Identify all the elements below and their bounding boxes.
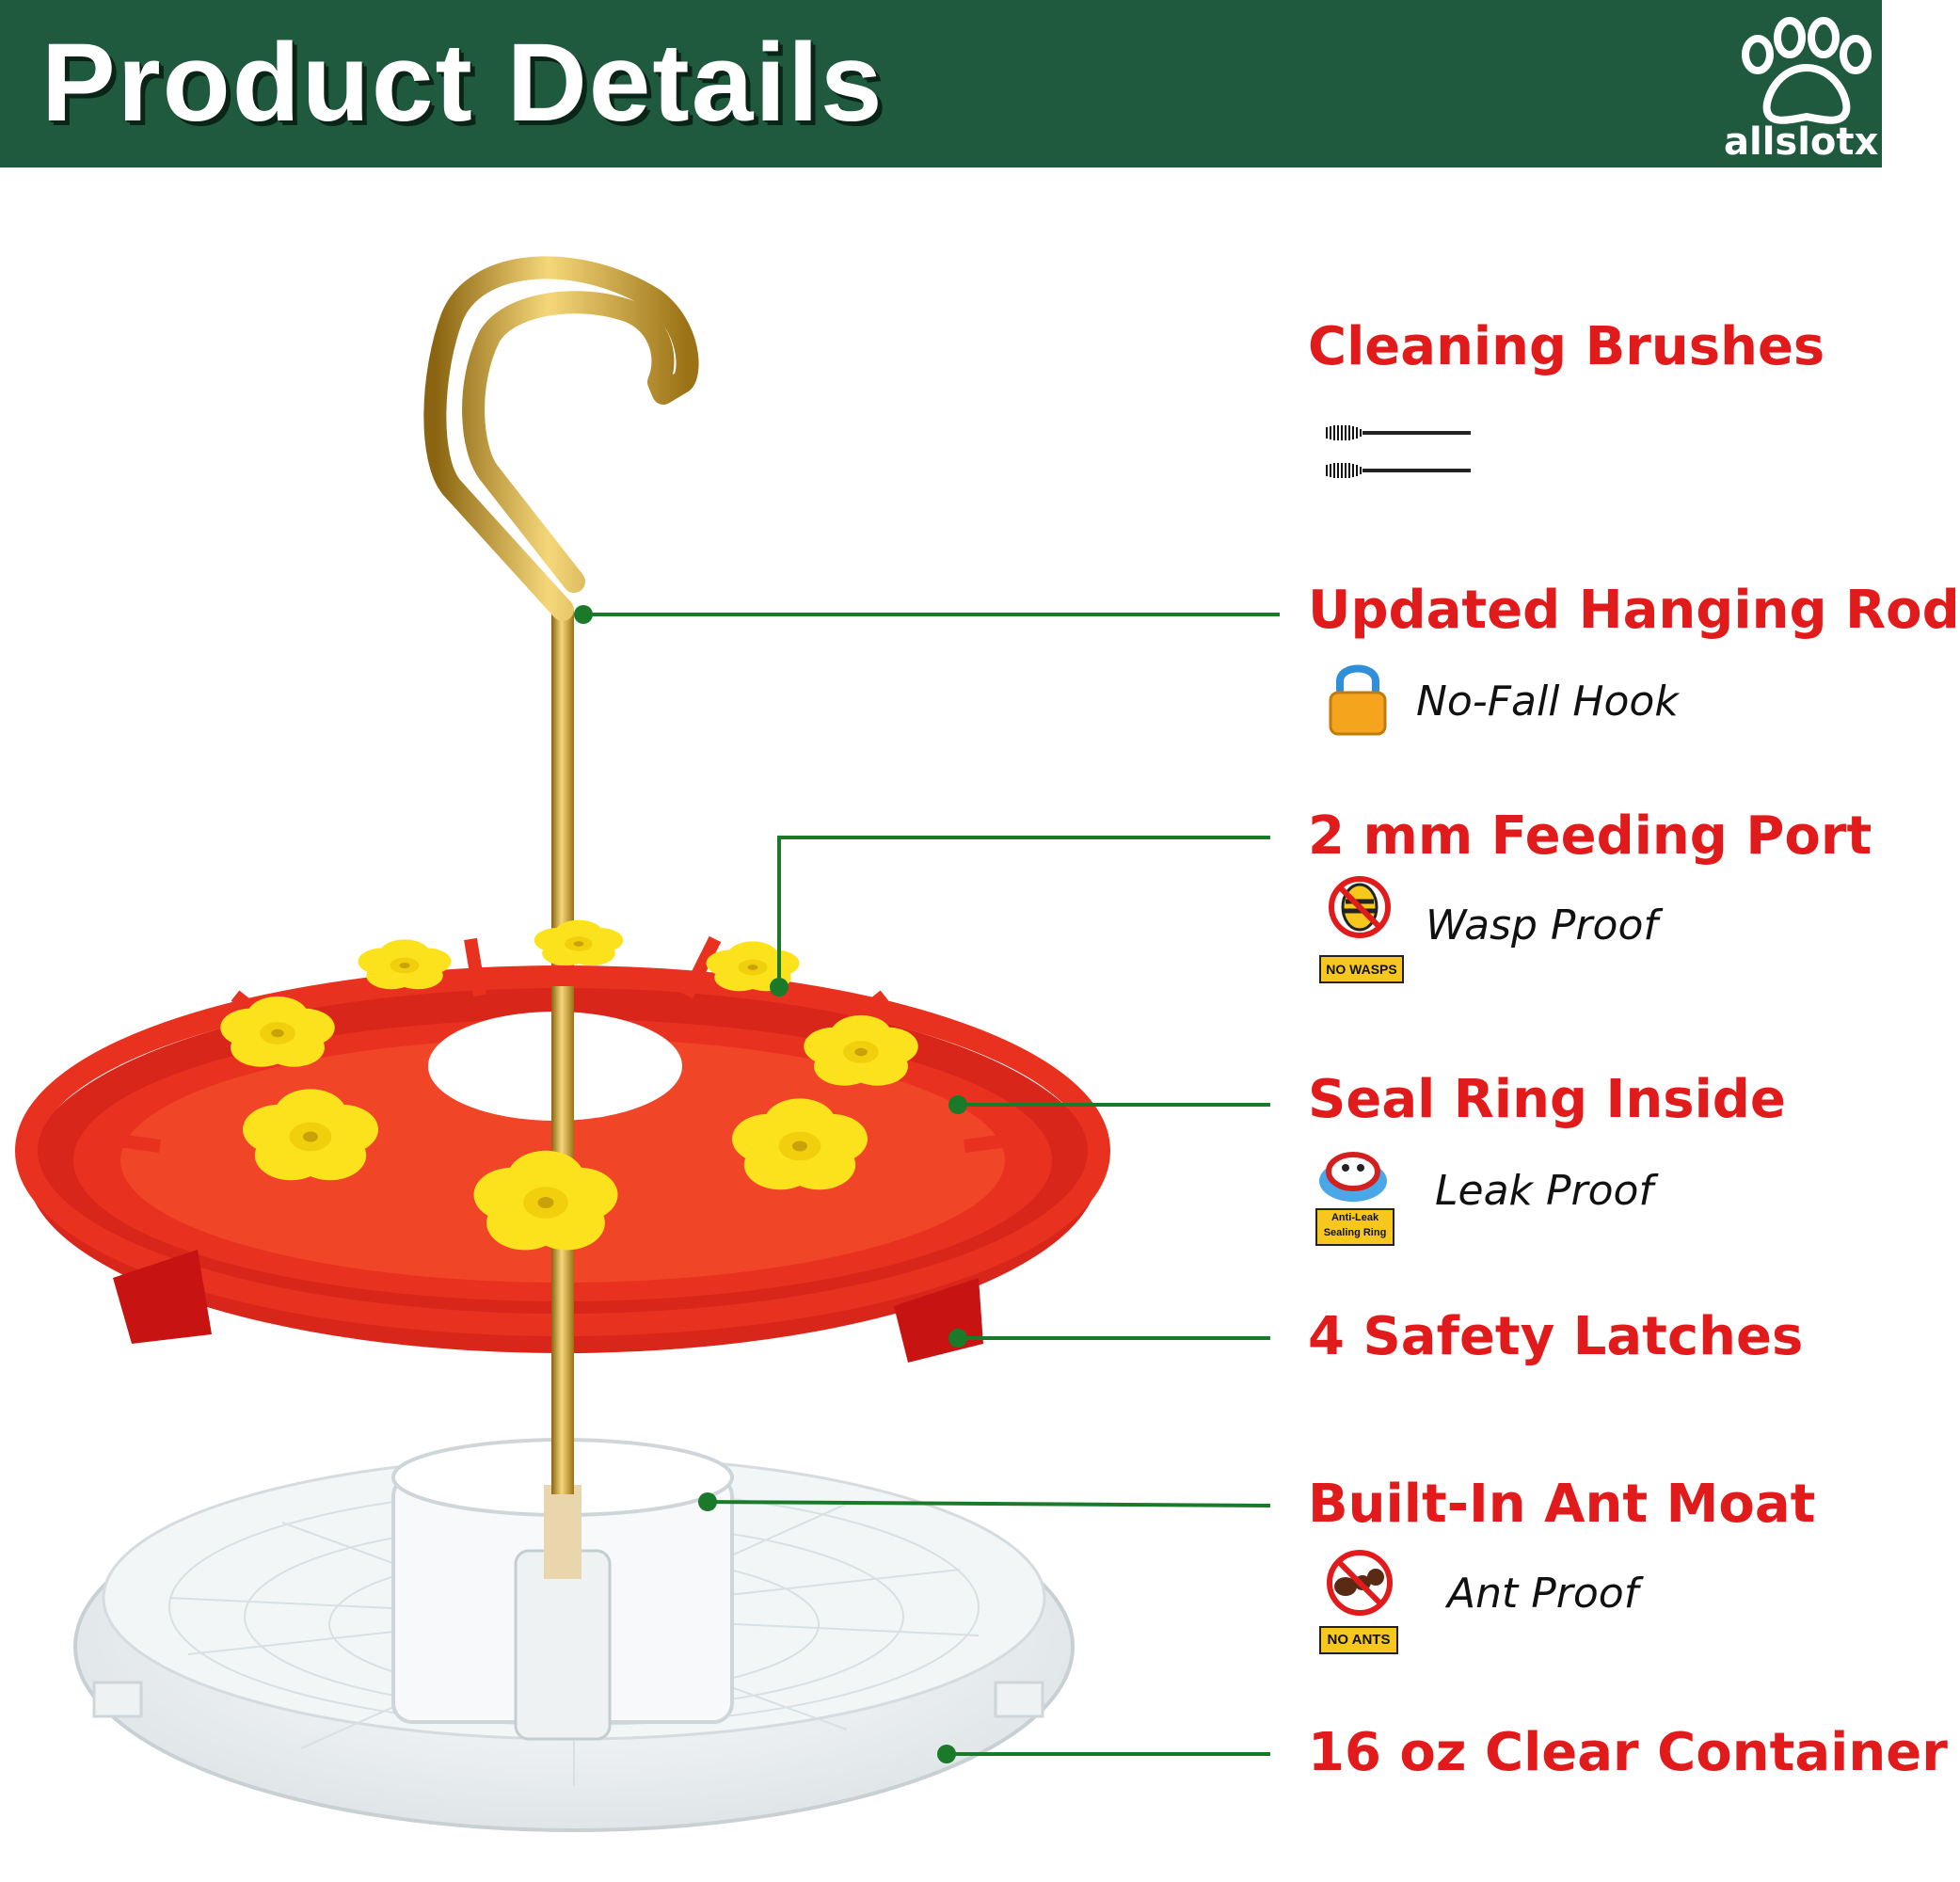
anti-leak-icon (1319, 1152, 1387, 1202)
clear-container (73, 1438, 1075, 1832)
feature-label-safety-latches: 4 Safety Latches (1308, 1306, 1804, 1367)
header-banner (0, 0, 1882, 167)
feature-label-seal-ring: Seal Ring Inside (1308, 1069, 1786, 1130)
feature-label-container: 16 oz Clear Container (1308, 1722, 1948, 1783)
feature-sub-leak-proof: Leak Proof (1435, 1167, 1653, 1215)
feature-label-cleaning-brushes: Cleaning Brushes (1308, 316, 1825, 377)
feature-label-hanging-rod: Updated Hanging Rod (1308, 580, 1960, 641)
no-ant-icon (1327, 1550, 1393, 1616)
anti-leak-badge: Anti-Leak Sealing Ring (1315, 1208, 1394, 1246)
page-title: Product Details (41, 21, 884, 145)
feature-sub-ant-proof: Ant Proof (1447, 1570, 1639, 1618)
no-wasp-icon (1329, 876, 1391, 938)
feature-sub-no-fall-hook: No-Fall Hook (1416, 678, 1679, 726)
leader-line-feeding-port (777, 836, 1270, 987)
feature-sub-wasp-proof: Wasp Proof (1426, 901, 1658, 949)
no-wasps-badge: NO WASPS (1319, 955, 1404, 983)
hanging-hook (423, 256, 699, 621)
feeding-tray (15, 919, 1110, 1381)
padlock-icon (1329, 664, 1387, 736)
feature-label-ant-moat: Built-In Ant Moat (1308, 1474, 1816, 1535)
paw-logo-icon (1742, 17, 1872, 124)
brand-name: allslotx® (1724, 120, 1917, 164)
feature-label-feeding-port: 2 mm Feeding Port (1308, 805, 1872, 867)
no-ants-badge: NO ANTS (1319, 1626, 1398, 1654)
leader-line-ant-moat (707, 1500, 1271, 1507)
cleaning-brushes-icon (1326, 425, 1471, 478)
product-illustration (15, 256, 1280, 1832)
